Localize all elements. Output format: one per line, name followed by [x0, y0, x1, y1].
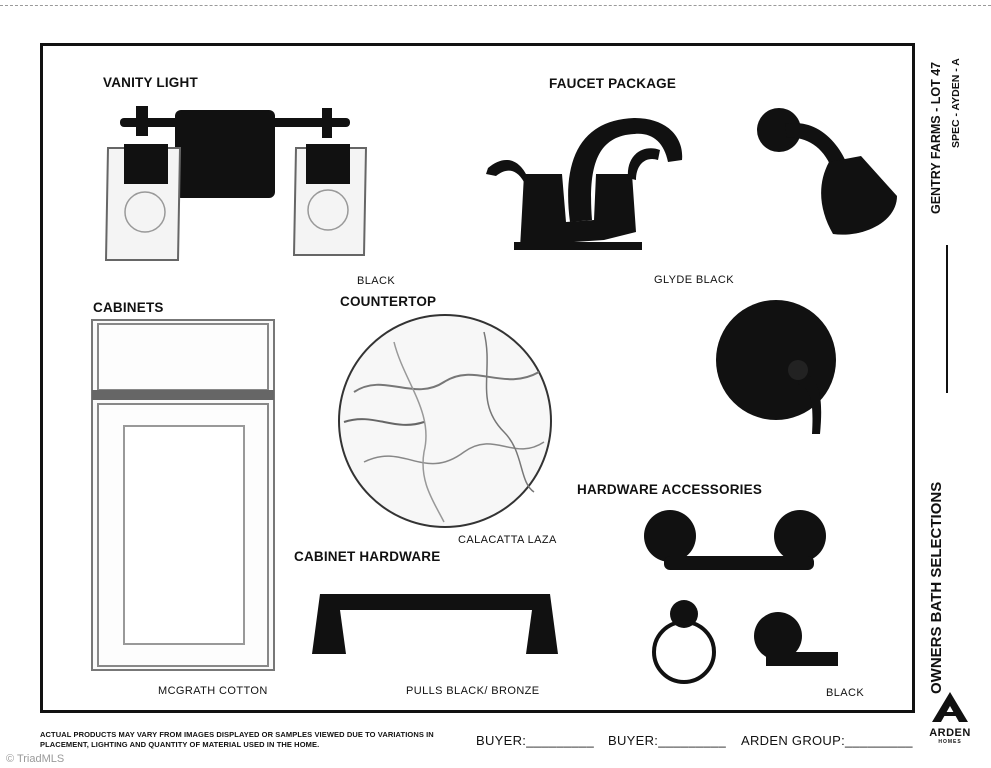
toilet-paper-holder-image — [754, 612, 838, 666]
arden-group-signature: ARDEN GROUP:_________ — [741, 733, 913, 748]
vanity-light-caption: BLACK — [357, 275, 396, 287]
accessories-caption: BLACK — [826, 687, 865, 699]
buyer-signature-2: BUYER:_________ — [608, 733, 726, 748]
vanity-light-heading: VANITY LIGHT — [103, 75, 198, 90]
countertop-caption: CALACATTA LAZA — [458, 534, 557, 546]
spec-label: SPEC - AYDEN - A — [950, 58, 962, 148]
logo-sub: HOMES — [938, 739, 962, 745]
faucet-image — [486, 118, 683, 250]
cabinets-heading: CABINETS — [93, 300, 164, 315]
countertop-sample-image — [338, 314, 552, 528]
selection-frame — [40, 43, 915, 713]
faucet-caption: GLYDE BLACK — [654, 274, 735, 286]
logo-name: ARDEN — [929, 727, 971, 739]
towel-bar-image — [644, 510, 826, 570]
hardware-accessories-heading: HARDWARE ACCESSORIES — [577, 482, 763, 497]
arden-logo-mark-icon — [932, 692, 968, 722]
cabinet-pull-image — [312, 594, 558, 654]
vanity-light-image — [104, 106, 368, 261]
cabinets-caption: MCGRATH COTTON — [158, 685, 268, 697]
faucet-package-heading: FAUCET PACKAGE — [549, 76, 677, 91]
towel-ring-image — [652, 600, 716, 684]
side-divider — [946, 245, 948, 393]
cabinet-hardware-caption: PULLS BLACK/ BRONZE — [406, 685, 540, 697]
cabinet-hardware-heading: CABINET HARDWARE — [294, 549, 441, 564]
arden-homes-logo: ARDEN HOMES — [918, 690, 982, 750]
cabinet-door-image — [91, 319, 275, 671]
lot-label: GENTRY FARMS - LOT 47 — [929, 61, 943, 214]
disclaimer-text: ACTUAL PRODUCTS MAY VARY FROM IMAGES DIS… — [40, 730, 434, 749]
shower-valve-image — [716, 300, 836, 434]
watermark: © TriadMLS — [6, 753, 65, 765]
shower-head-image — [757, 108, 897, 235]
owners-bath-title: OWNERS BATH SELECTIONS — [928, 481, 945, 694]
top-scan-line — [0, 5, 991, 7]
buyer-signature-1: BUYER:_________ — [476, 733, 594, 748]
countertop-heading: COUNTERTOP — [340, 294, 437, 309]
